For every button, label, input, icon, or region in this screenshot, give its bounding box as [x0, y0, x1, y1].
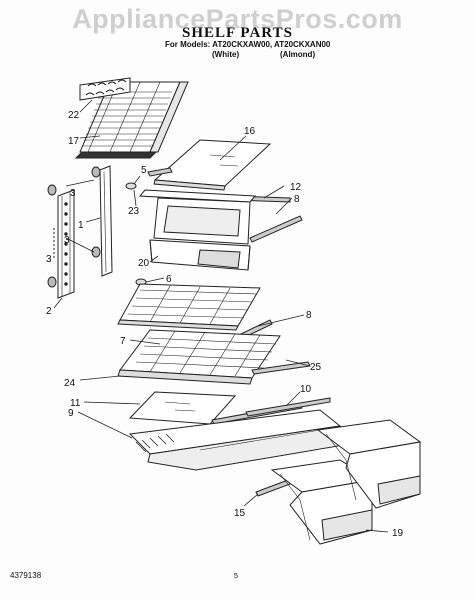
callout-3a: 3 [70, 188, 76, 199]
callout-3c: 3 [46, 254, 52, 265]
models-line: For Models: AT20CKXAW00, AT20CKXAN00 [165, 40, 331, 49]
callout-8a: 8 [294, 194, 300, 205]
crisper-tray [128, 409, 342, 471]
leader-lines [53, 99, 389, 533]
callout-22: 22 [68, 110, 80, 121]
callout-24: 24 [64, 378, 76, 389]
callout-5: 5 [141, 165, 147, 176]
callout-8b: 8 [306, 310, 312, 321]
egg-rack [79, 77, 131, 101]
callout-15: 15 [234, 508, 246, 519]
callout-12: 12 [290, 182, 302, 193]
callout-20: 20 [138, 258, 150, 269]
callout-7: 7 [120, 336, 126, 347]
shelf-lower [117, 329, 311, 385]
callout-16: 16 [244, 126, 256, 137]
callout-9: 9 [68, 408, 74, 419]
callout-23: 23 [128, 206, 140, 217]
shelf-frame [138, 167, 291, 203]
callout-11: 11 [70, 398, 81, 409]
callout-17: 17 [68, 136, 80, 147]
shelf-ladder [57, 189, 75, 299]
crisper-drawer-right [316, 419, 422, 509]
glass-shelf-top [153, 139, 272, 191]
crisper-cover-frame [211, 397, 331, 425]
callout-2: 2 [46, 306, 52, 317]
page-number: 5 [234, 573, 238, 580]
callout-10: 10 [300, 384, 312, 395]
rail-clips [47, 166, 101, 288]
callout-1: 1 [78, 220, 84, 231]
variant-white: (White) [212, 50, 240, 59]
document-number: 4379138 [10, 571, 42, 580]
callout-25: 25 [310, 362, 322, 373]
screws [125, 182, 147, 286]
callout-6: 6 [166, 274, 172, 285]
wire-shelf-top [74, 81, 189, 159]
watermark: AppliancePartsPros.com [72, 4, 403, 34]
callout-3b: 3 [64, 235, 70, 246]
page-title: SHELF PARTS [182, 25, 293, 41]
meat-drawer [149, 197, 303, 271]
rear-rail [99, 165, 113, 277]
callout-19: 19 [392, 528, 404, 539]
variant-almond: (Almond) [280, 50, 316, 59]
